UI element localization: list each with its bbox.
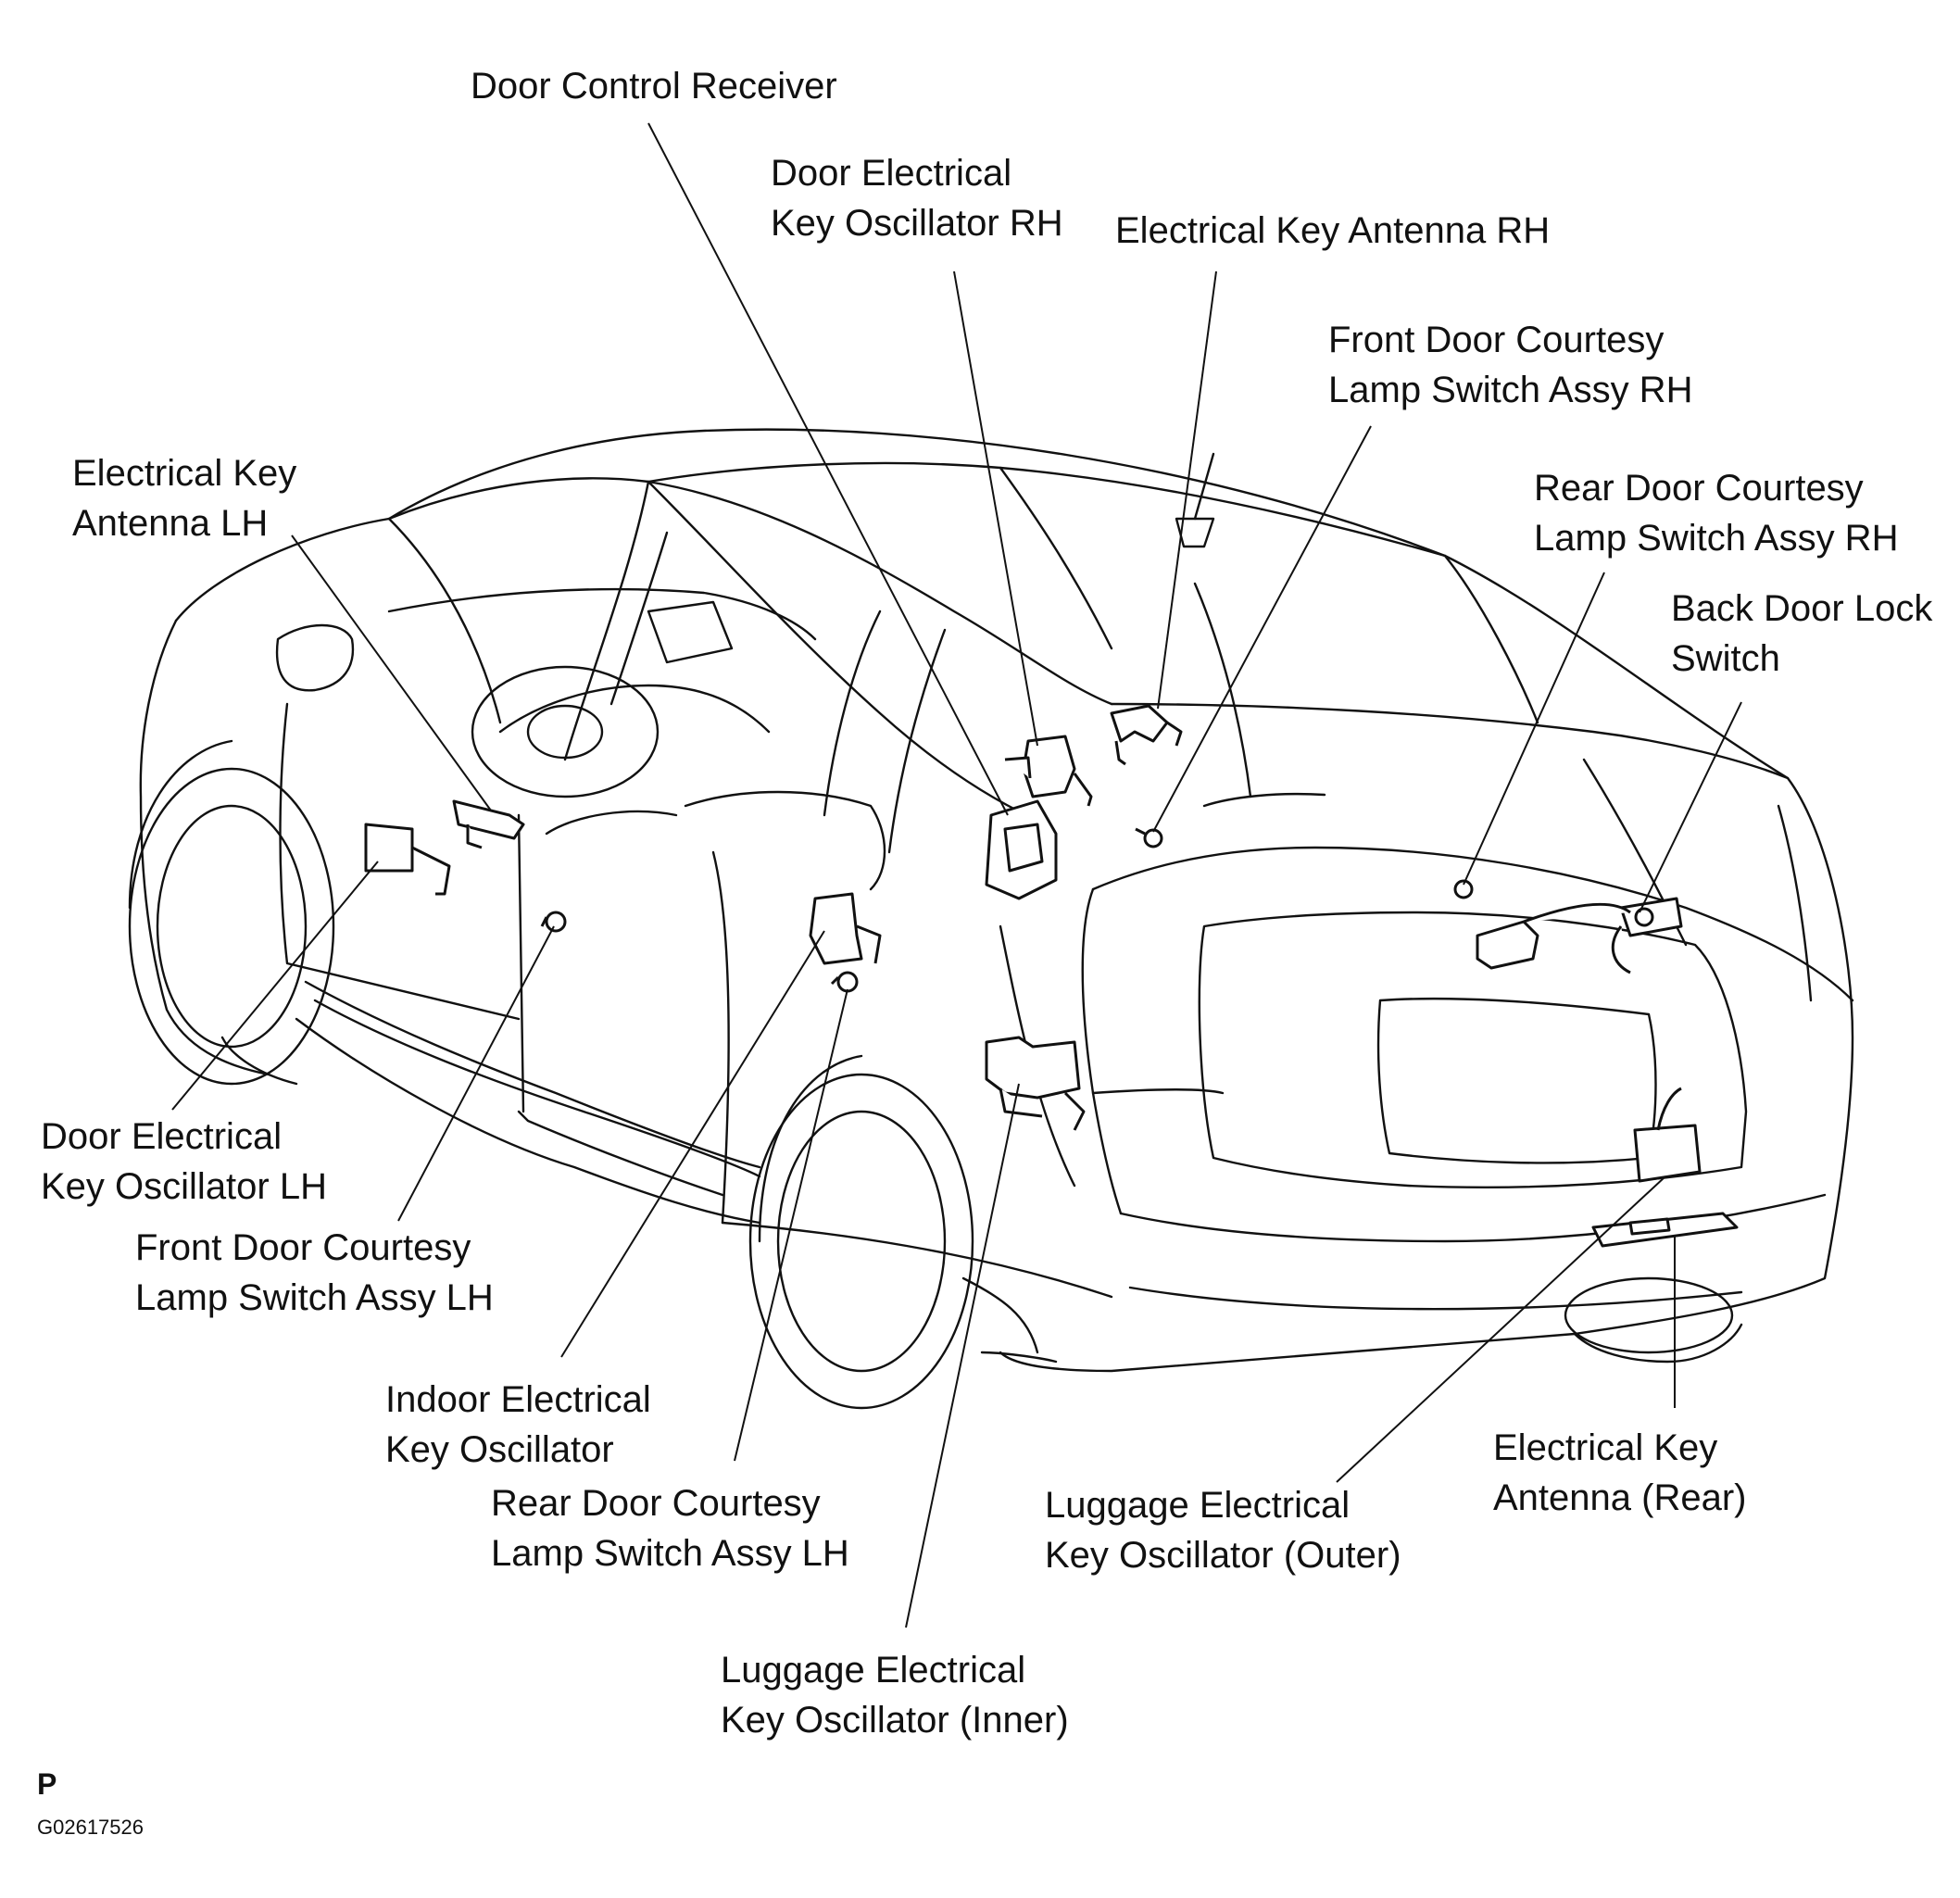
leader-indoor-osc [560,930,825,1358]
label-line: Rear Door Courtesy [491,1483,821,1524]
label-line: Antenna (Rear) [1493,1477,1747,1518]
label-line: Front Door Courtesy [135,1227,471,1268]
antenna-rear-part [1591,1212,1739,1248]
label-door-control-receiver: Door Control Receiver [471,61,837,111]
door-osc-rh-part [1004,735,1093,807]
label-line: Door Electrical [771,153,1012,194]
label-line: Lamp Switch Assy RH [1328,370,1693,410]
label-front-courtesy-rh: Front Door Courtesy Lamp Switch Assy RH [1328,315,1692,415]
label-line: Indoor Electrical [385,1379,651,1420]
door-control-receiver-part [985,799,1058,900]
label-luggage-outer: Luggage Electrical Key Oscillator (Outer… [1045,1480,1401,1580]
label-line: Rear Door Courtesy [1534,468,1864,509]
label-line: Luggage Electrical [721,1650,1026,1691]
figure-code: G02617526 [37,1816,144,1839]
leader-luggage-outer [1336,1175,1666,1483]
leader-door-osc-lh [171,861,379,1111]
label-line: Door Control Receiver [471,66,837,107]
label-line: Front Door Courtesy [1328,320,1665,360]
indoor-osc-part [809,892,882,965]
label-line: Lamp Switch Assy RH [1534,518,1899,559]
label-luggage-inner: Luggage Electrical Key Oscillator (Inner… [721,1645,1069,1745]
leader-door-control-receiver [647,122,1009,816]
label-front-courtesy-lh: Front Door Courtesy Lamp Switch Assy LH [135,1223,494,1323]
label-line: Antenna LH [72,503,269,544]
leader-antenna-lh [291,534,492,811]
label-indoor-osc: Indoor Electrical Key Oscillator [385,1375,651,1475]
label-line: Key Oscillator RH [771,203,1063,244]
leader-antenna-rh [1157,270,1217,710]
antenna-lh-part [452,799,525,849]
label-line: Luggage Electrical [1045,1485,1351,1526]
label-line: Switch [1671,638,1780,679]
label-antenna-rh: Electrical Key Antenna RH [1115,206,1550,256]
component-parts [364,704,1739,1248]
rear-courtesy-lh-part [830,971,859,993]
leader-lines [171,122,1742,1628]
luggage-outer-part [1633,1087,1702,1183]
leader-luggage-inner [905,1083,1020,1628]
label-line: Key Oscillator (Inner) [721,1700,1069,1741]
label-line: Key Oscillator LH [41,1166,327,1207]
antenna-rh-part [1110,704,1183,766]
figure-letter: P [37,1767,57,1801]
label-antenna-rear: Electrical Key Antenna (Rear) [1493,1423,1746,1523]
leader-rear-courtesy-lh [734,988,848,1462]
label-line: Lamp Switch Assy LH [491,1533,849,1574]
label-door-osc-lh: Door Electrical Key Oscillator LH [41,1112,327,1212]
vehicle-outline [128,428,1854,1410]
label-line: Electrical Key Antenna RH [1115,210,1551,251]
back-door-lock-part [1476,897,1683,974]
label-back-door-lock: Back Door Lock Switch [1671,584,1932,684]
label-line: Key Oscillator (Outer) [1045,1535,1401,1576]
front-courtesy-rh-part [1135,827,1163,848]
leader-door-osc-rh [953,270,1038,747]
front-courtesy-lh-part [540,911,567,933]
leader-front-courtesy-lh [397,925,555,1222]
leader-rear-courtesy-rh [1463,572,1605,886]
leader-back-door-lock [1639,701,1742,913]
label-door-osc-rh: Door Electrical Key Oscillator RH [771,148,1063,248]
leader-front-courtesy-rh [1152,425,1372,833]
label-line: Back Door Lock [1671,588,1933,629]
luggage-inner-part [985,1036,1086,1131]
label-line: Key Oscillator [385,1429,614,1470]
label-line: Lamp Switch Assy LH [135,1277,494,1318]
rear-courtesy-rh-part [1453,879,1474,899]
label-line: Door Electrical [41,1116,283,1157]
label-line: Electrical Key [1493,1427,1718,1468]
label-antenna-lh: Electrical Key Antenna LH [72,448,296,548]
label-rear-courtesy-rh: Rear Door Courtesy Lamp Switch Assy RH [1534,463,1898,563]
label-rear-courtesy-lh: Rear Door Courtesy Lamp Switch Assy LH [491,1478,849,1578]
label-line: Electrical Key [72,453,297,494]
door-osc-lh-part [364,823,451,896]
